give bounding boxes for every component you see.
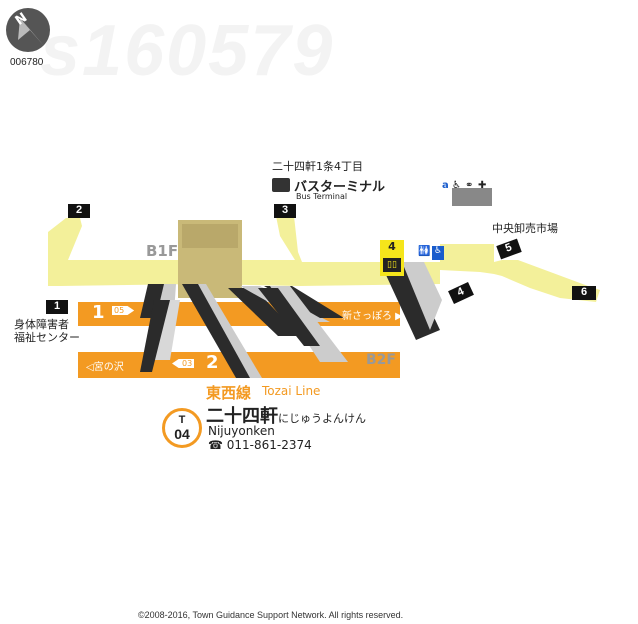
toilet-icon: 🚻 [418,246,430,260]
watermark: s160579 [40,11,335,91]
map-id: 006780 [10,57,44,68]
station-code-letter: T [178,414,186,426]
bus-icon [272,178,290,192]
arrow-right-icon: ▶ [392,311,403,322]
line-name-en: Tozai Line [262,384,321,398]
bus-terminal-label: バスターミナル [294,180,386,195]
copyright: ©2008-2016, Town Guidance Support Networ… [138,610,404,620]
station-code-number: 04 [174,426,190,442]
elevator-number: 4 [388,240,396,253]
bus-terminal-label-en: Bus Terminal [296,192,348,201]
exit-2[interactable]: 2 [68,204,90,218]
stairs-group [140,262,442,378]
wheelchair-icon: ♿ [452,180,461,191]
facilities-box [452,188,492,206]
arrow-left-icon: ◁ [86,362,94,373]
track-2-number: 2 [206,352,219,373]
platform-track-1 [78,302,400,326]
track-2-car-marker: 03 [172,359,195,368]
exit-5-label: 中央卸売市場 [492,222,558,235]
track-1-direction: 新さっぽろ ▶ [342,307,403,322]
exit-3-label: 二十四軒1条4丁目 [272,160,363,173]
exit-3[interactable]: 3 [274,204,296,218]
station-name-kana: にじゅうよんけん [278,412,366,425]
track-2-direction: ◁宮の沢 [86,358,124,373]
station-name-en: Nijuyonken [208,424,275,438]
track-2-direction-label: 宮の沢 [93,362,124,373]
accessible-icon: ♿ [432,246,444,260]
floor-label-b1f: B1F [146,242,179,260]
phone-icon: ☎ [208,438,223,452]
exit-1-label-2: 福祉センター [14,331,80,344]
station-code-badge: T 04 [162,408,202,448]
facilities-prefix: a [442,180,449,191]
track-1-direction-label: 新さっぽろ [342,311,392,322]
baby-icon: ⚭ [465,180,474,191]
exit-6[interactable]: 6 [572,286,596,300]
line-name-ja: 東西線 [206,384,252,402]
exit-1-label: 身体障害者 [14,318,69,331]
station-name-ja: 二十四軒 [206,406,278,427]
exit-1[interactable]: 1 [46,300,68,314]
track-1-number: 1 [92,302,105,323]
station-phone: ☎ 011-861-2374 [208,438,312,452]
station-name: 二十四軒にじゅうよんけん [206,402,366,428]
elevator-icon: ▯▯ [383,258,401,272]
track-1-car-marker: 05 [112,306,135,315]
floor-label-b2f: B2F [366,352,396,368]
ostomate-icon: ✚ [478,180,487,191]
phone-number: 011-861-2374 [226,438,312,452]
